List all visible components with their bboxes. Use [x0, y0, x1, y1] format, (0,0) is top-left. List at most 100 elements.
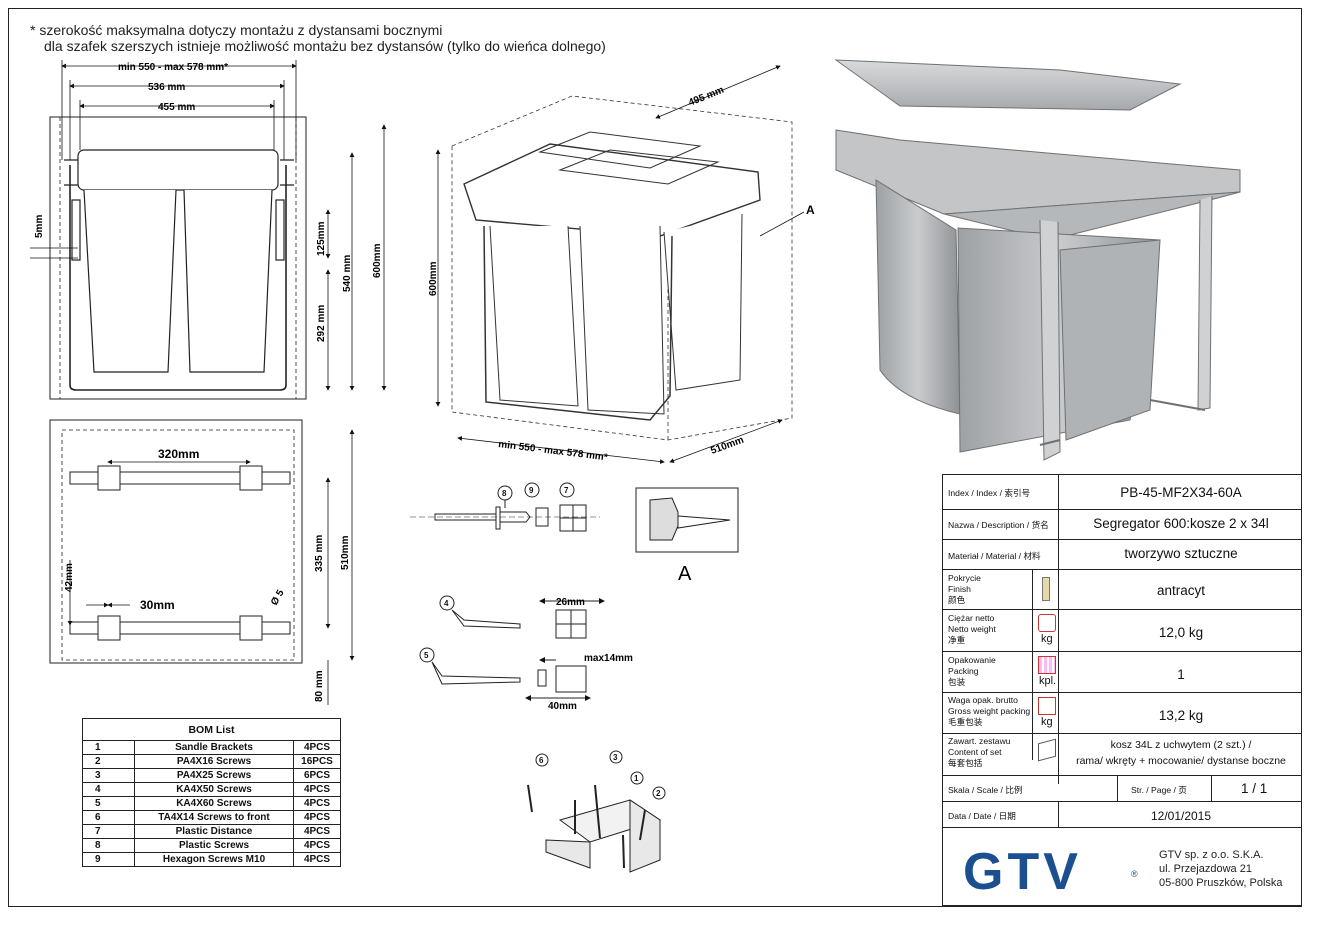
bom-desc: PA4X16 Screws — [134, 754, 294, 769]
weight-unit: kg — [1041, 633, 1053, 645]
iso-dimensions — [435, 65, 805, 464]
bom-no: 4 — [82, 782, 135, 797]
top-dimensions — [67, 429, 355, 705]
callout-4: 4 — [444, 599, 449, 608]
dim-top-30: 30mm — [140, 598, 175, 612]
dim-40: 40mm — [548, 701, 577, 712]
product-render — [834, 59, 1241, 461]
front-dimensions — [30, 60, 387, 391]
finish-swatch-icon — [1042, 577, 1050, 601]
dim-top-diameter: Ø 5 — [269, 588, 287, 608]
detail-label-a: A — [678, 563, 692, 585]
dim-front-width: min 550 - max 578 mm* — [118, 62, 228, 73]
dim-front-536: 536 mm — [148, 82, 185, 93]
company-address: GTV sp. z o.o. S.K.A. ul. Przejazdowa 21… — [1159, 848, 1283, 890]
page-value: 1 / 1 — [1241, 781, 1268, 796]
title-block: Index / Index / 索引号 PB-45-MF2X34-60A Naz… — [942, 474, 1302, 906]
weight-value: 12,0 kg — [1158, 625, 1204, 640]
bom-qty: 4PCS — [293, 824, 341, 839]
bom-desc: Hexagon Screws M10 — [134, 852, 294, 867]
content-value-2: rama/ wkręty + mocowanie/ dystanse boczn… — [1076, 755, 1286, 767]
gtv-logo: GTV — [963, 843, 1082, 901]
note-line-1: * szerokość maksymalna dotyczy montażu z… — [30, 22, 443, 38]
front-view — [49, 116, 307, 400]
dim-top-335: 335 mm — [314, 535, 325, 572]
bom-no: 3 — [82, 768, 135, 783]
dim-max14: max14mm — [584, 653, 633, 664]
callout-8: 8 — [502, 489, 507, 498]
packing-value: 1 — [1177, 667, 1185, 682]
page-label: Str. / Page / 页 — [1131, 785, 1187, 795]
bom-qty: 4PCS — [293, 782, 341, 797]
dim-iso-width: min 550 - max 578 mm* — [498, 439, 609, 463]
dim-iso-495: 495 mm — [687, 85, 726, 109]
callout-9: 9 — [529, 486, 534, 495]
dim-26: 26mm — [556, 597, 585, 608]
iso-view — [451, 95, 793, 441]
dim-top-320: 320mm — [158, 447, 199, 461]
bom-desc: KA4X50 Screws — [134, 782, 294, 797]
dim-top-80: 80 mm — [314, 670, 325, 702]
bom-qty: 4PCS — [293, 796, 341, 811]
company-name: GTV sp. z o.o. S.K.A. — [1159, 849, 1264, 861]
scale-label: Skala / Scale / 比例 — [948, 785, 1023, 795]
hardware-parts — [410, 482, 739, 873]
bom-qty: 4PCS — [293, 810, 341, 825]
bom-qty: 4PCS — [293, 838, 341, 853]
callout-3: 3 — [613, 753, 618, 762]
bom-qty: 6PCS — [293, 768, 341, 783]
gross-unit: kg — [1041, 716, 1053, 728]
content-value-1: kosz 34L z uchwytem (2 szt.) / — [1110, 739, 1252, 751]
bom-no: 8 — [82, 838, 135, 853]
box-icon — [1038, 656, 1056, 674]
date-label: Data / Date / 日期 — [948, 811, 1016, 821]
callout-7: 7 — [564, 486, 569, 495]
callout-5: 5 — [424, 651, 429, 660]
bom-qty: 4PCS — [293, 740, 341, 755]
dim-front-292: 292 mm — [316, 305, 327, 342]
index-label: Index / Index / 索引号 — [948, 488, 1031, 498]
date-value: 12/01/2015 — [1150, 809, 1212, 823]
callout-2: 2 — [656, 789, 661, 798]
bom-desc: PA4X25 Screws — [134, 768, 294, 783]
dim-front-5: 5mm — [34, 215, 45, 238]
bom-no: 9 — [82, 852, 135, 867]
iso-label-a: A — [806, 203, 815, 217]
bom-desc: Sandle Brackets — [134, 740, 294, 755]
dim-front-455: 455 mm — [158, 102, 195, 113]
weight-icon — [1038, 614, 1056, 632]
set-content-icon — [1038, 738, 1056, 762]
bom-no: 7 — [82, 824, 135, 839]
bom-qty: 4PCS — [293, 852, 341, 867]
dim-iso-600: 600mm — [428, 261, 439, 296]
company-city: 05-800 Pruszków, Polska — [1159, 877, 1283, 889]
bom-desc: TA4X14 Screws to front — [134, 810, 294, 825]
note-line-2: dla szafek szerszych istnieje możliwość … — [44, 38, 606, 54]
index-value: PB-45-MF2X34-60A — [1120, 485, 1242, 500]
gross-value: 13,2 kg — [1158, 708, 1204, 723]
dim-front-540: 540 mm — [342, 255, 353, 292]
top-view — [49, 419, 303, 664]
finish-value: antracyt — [1156, 583, 1206, 598]
name-label: Nazwa / Description / 货名 — [948, 520, 1049, 530]
dim-top-510: 510mm — [340, 535, 351, 570]
registered-mark: ® — [1131, 869, 1138, 879]
bom-no: 5 — [82, 796, 135, 811]
bom-desc: Plastic Screws — [134, 838, 294, 853]
material-label: Materiał / Material / 材料 — [948, 551, 1041, 561]
dim-iso-510: 510mm — [709, 435, 745, 457]
material-value: tworzywo sztuczne — [1124, 546, 1238, 561]
company-street: ul. Przejazdowa 21 — [1159, 863, 1252, 875]
dim-top-42: 42mm — [64, 563, 75, 592]
